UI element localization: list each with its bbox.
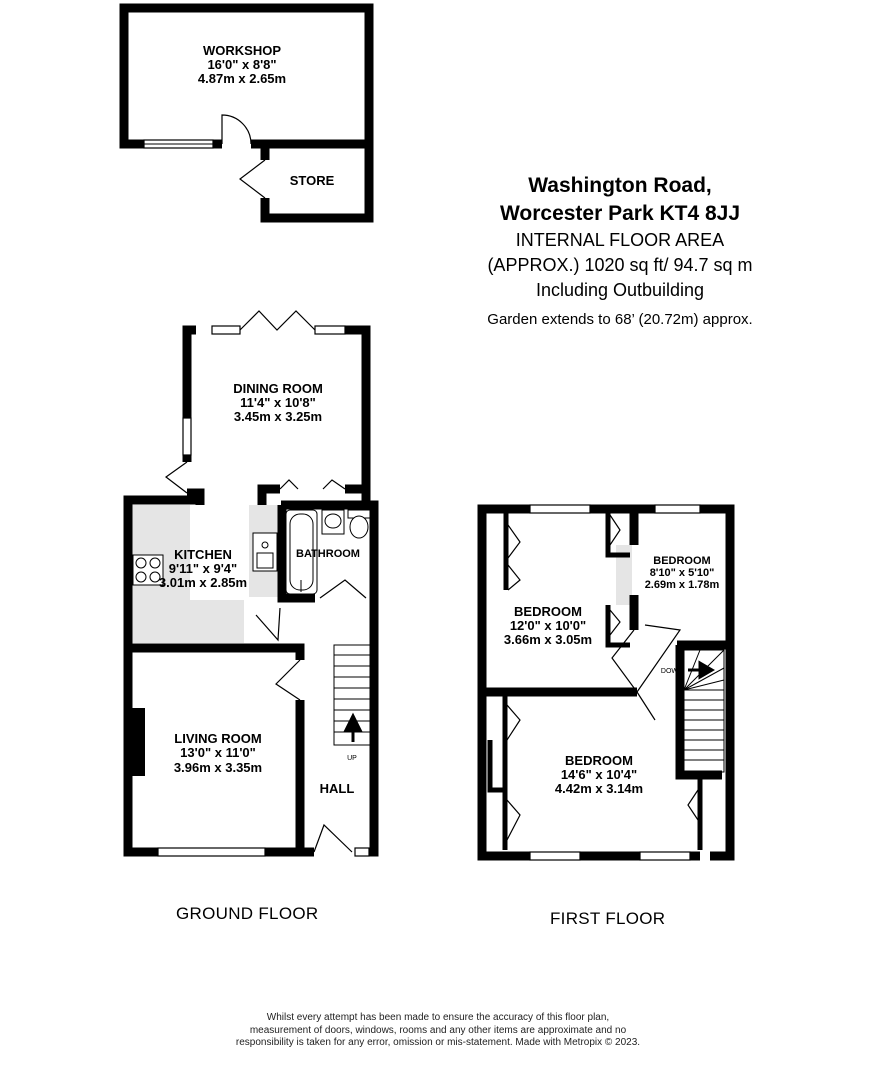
- cooker-icon: [132, 554, 164, 586]
- living-room-metric: 3.96m x 3.35m: [174, 760, 262, 775]
- living-window: [157, 847, 266, 857]
- dining-room-imperial: 11'4" x 10'8": [240, 395, 316, 410]
- ground-floor: [123, 310, 379, 857]
- disclaimer: Whilst every attempt has been made to en…: [200, 1012, 676, 1050]
- property-info: Washington Road, Worcester Park KT4 8JJ …: [450, 172, 790, 328]
- ground-floor-title: GROUND FLOOR: [176, 904, 319, 923]
- sink-icon: [252, 532, 278, 572]
- bedroom-large-name: BEDROOM: [565, 753, 633, 768]
- address-line-1: Washington Road,: [528, 174, 712, 197]
- kitchen-metric: 3.01m x 2.85m: [159, 575, 247, 590]
- dining-room-metric: 3.45m x 3.25m: [234, 409, 322, 424]
- disclaimer-line-2: measurement of doors, windows, rooms and…: [249, 1024, 627, 1036]
- first-floor-title: FIRST FLOOR: [550, 909, 666, 928]
- workshop-door: [221, 114, 252, 145]
- area-line-3: Including Outbuilding: [535, 280, 705, 300]
- bathroom-name: BATHROOM: [296, 548, 360, 560]
- bedroom-mid-door: [611, 629, 638, 693]
- workshop-name: WORKSHOP: [203, 43, 281, 58]
- workshop-imperial: 16'0" x 8'8": [207, 57, 276, 72]
- bedroom-large-metric: 4.42m x 3.14m: [555, 781, 643, 796]
- bedroom-mid-imperial: 12'0" x 10'0": [510, 618, 586, 633]
- stairs-down-arrow-icon: [688, 660, 715, 680]
- stairs-down-label: DOWN: [661, 668, 683, 675]
- french-doors: [239, 310, 316, 331]
- bath-icon: [285, 509, 318, 595]
- chimney-breast: [128, 708, 145, 776]
- first-floor-stairs: [683, 649, 725, 773]
- disclaimer-line-1: Whilst every attempt has been made to en…: [266, 1012, 610, 1023]
- bedroom-small-metric: 2.69m x 1.78m: [645, 579, 720, 591]
- bedroom-small-window: [654, 504, 701, 514]
- dining-window-side: [182, 417, 192, 456]
- basin-icon: [321, 509, 345, 535]
- address-line-2: Worcester Park KT4 8JJ: [499, 202, 741, 225]
- bedroom-mid-name: BEDROOM: [514, 604, 582, 619]
- toilet-icon: [347, 509, 371, 539]
- area-line-1: INTERNAL FLOOR AREA: [515, 230, 725, 250]
- bedroom-mid-window: [529, 504, 591, 514]
- hall-name: HALL: [320, 781, 355, 796]
- kitchen-imperial: 9'11" x 9'4": [169, 561, 237, 576]
- dining-side-door: [164, 461, 188, 494]
- dining-window-left: [211, 325, 241, 335]
- stairs-up-arrow-icon: [343, 712, 363, 742]
- kitchen-door: [255, 607, 281, 642]
- bedroom-large-window-left: [529, 851, 581, 861]
- disclaimer-line-3: responsibility is taken for any error, o…: [235, 1037, 641, 1048]
- outbuilding: [119, 3, 374, 223]
- bedroom-large-window-right: [639, 851, 691, 861]
- first-floor: [477, 504, 735, 861]
- hall-window: [354, 847, 370, 857]
- area-line-2: (APPROX.) 1020 sq ft/ 94.7 sq m: [487, 255, 753, 275]
- living-room-door: [275, 659, 301, 701]
- bedroom-mid-metric: 3.66m x 3.05m: [504, 632, 592, 647]
- bedroom-small-door: [636, 624, 682, 693]
- dining-window-right: [314, 325, 346, 335]
- store-door: [239, 159, 266, 199]
- front-door: [313, 823, 353, 853]
- bedroom-small-name: BEDROOM: [653, 555, 710, 567]
- bedroom-large-imperial: 14'6" x 10'4": [561, 767, 637, 782]
- living-room-name: LIVING ROOM: [174, 731, 261, 746]
- workshop-metric: 4.87m x 2.65m: [198, 71, 286, 86]
- bathroom-door: [319, 579, 367, 599]
- kitchen-worktop: [132, 505, 244, 643]
- bedroom-small-imperial: 8'10" x 5'10": [650, 567, 715, 579]
- living-room-imperial: 13'0" x 11'0": [180, 745, 256, 760]
- garden-note: Garden extends to 68’ (20.72m) approx.: [487, 311, 753, 328]
- store-name: STORE: [290, 173, 335, 188]
- dining-room-name: DINING ROOM: [233, 381, 323, 396]
- kitchen-name: KITCHEN: [174, 547, 232, 562]
- stairs-up-label: UP: [347, 755, 357, 762]
